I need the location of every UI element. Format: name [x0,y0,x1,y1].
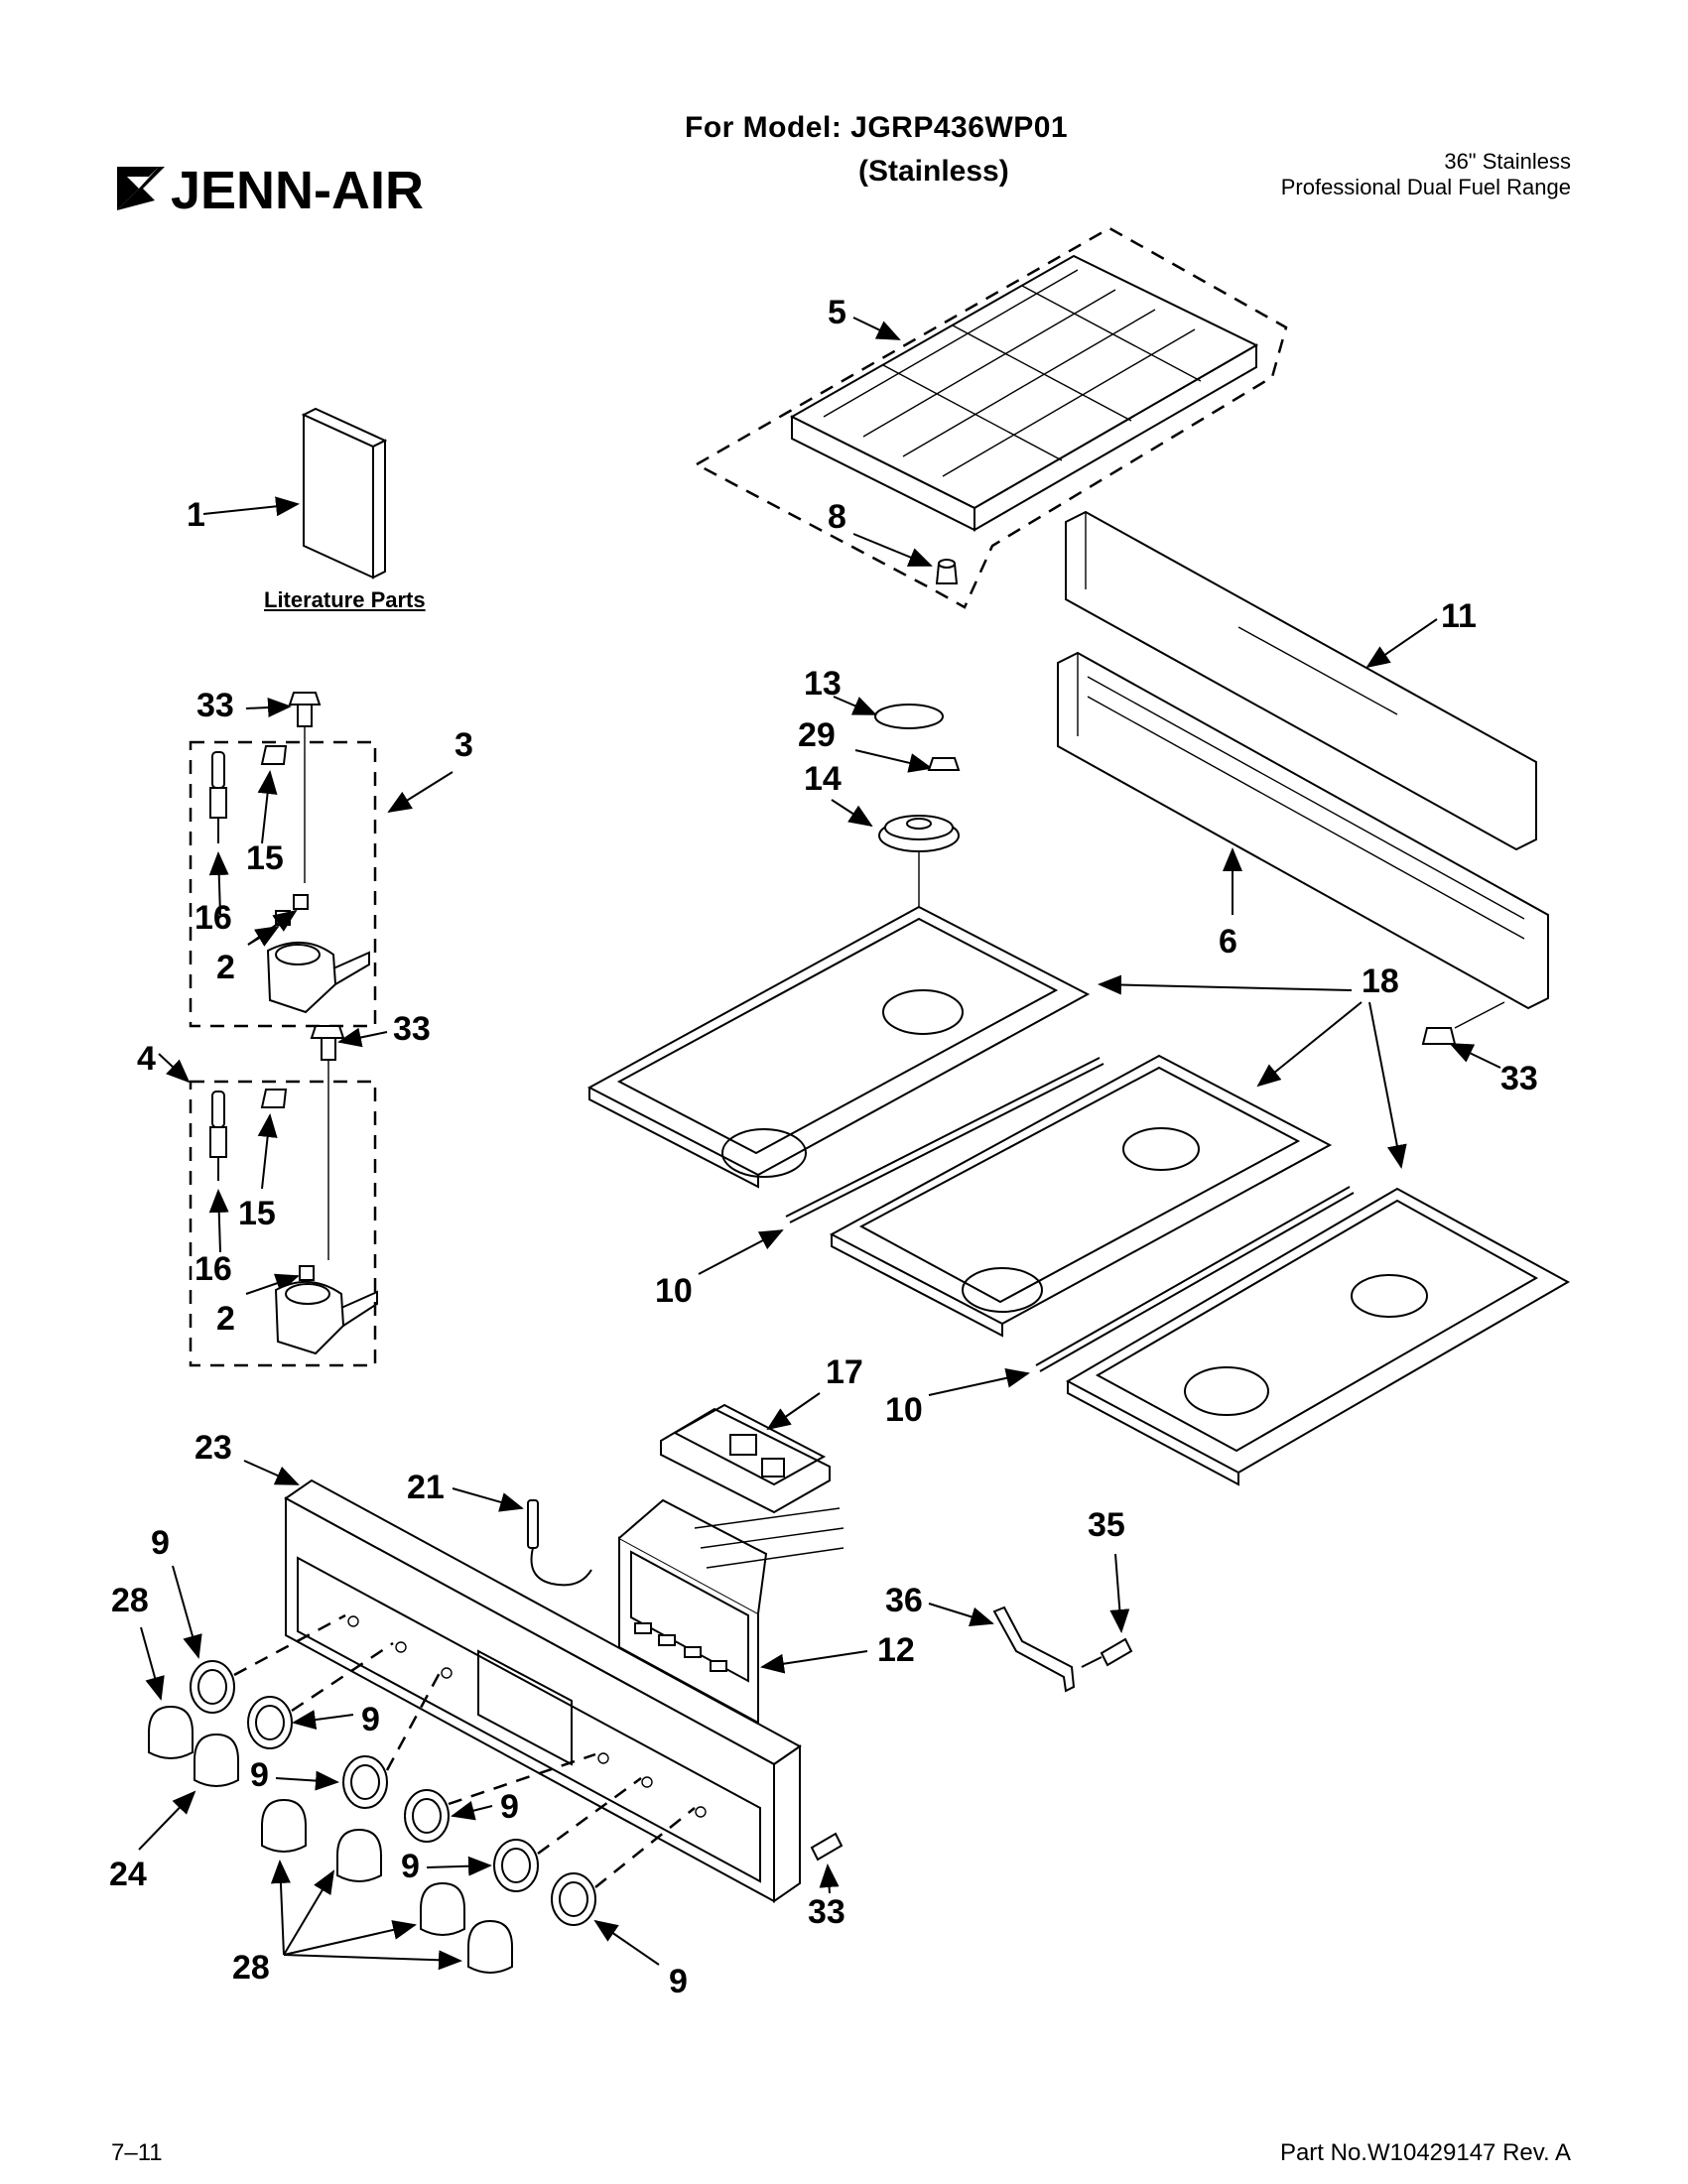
knob-bezels-9: 9 9 9 9 9 9 [151,1524,696,2000]
callout-4: 4 [137,1040,156,1078]
electronic-control-17: 17 [660,1353,863,1514]
igniter-21: 21 [407,1469,592,1587]
back-trim-11: 11 [1065,510,1537,851]
burner-pan-middle [829,1054,1333,1338]
callout-3: 3 [454,726,473,764]
callout-11: 11 [1441,597,1477,635]
callout-29: 29 [798,716,836,754]
callout-17: 17 [826,1353,863,1391]
callout-9: 9 [151,1524,170,1562]
callout-5: 5 [828,294,846,331]
callout-16: 16 [195,1250,232,1288]
callout-10: 10 [885,1391,923,1429]
burner-assembly: 13 29 14 [798,665,961,913]
burner-pan-left [586,905,1091,1189]
callout-10: 10 [655,1272,693,1310]
control-display-12: 12 [618,1498,915,1725]
callout-18: 18 [1362,963,1399,1000]
callout-2: 2 [216,949,235,986]
callout-28: 28 [232,1949,270,1987]
control-knobs: 28 24 28 [109,1582,513,1987]
callout-15: 15 [238,1195,276,1232]
part-number: Part No.W10429147 Rev. A [1279,2139,1571,2166]
callout-8: 8 [828,498,846,536]
callout-12: 12 [877,1631,915,1669]
literature-part-1: 1 [187,407,388,579]
seal-strips-10: 10 10 [655,1057,1355,1429]
callout-33: 33 [393,1010,431,1048]
callout-16: 16 [195,899,232,937]
bracket-36: 36 35 [885,1506,1133,1693]
jenn-air-logo: JENN-AIR [117,161,424,220]
callout-14: 14 [804,760,842,798]
callout-28: 28 [111,1582,149,1619]
product-description-line2: Professional Dual Fuel Range [1280,175,1571,199]
literature-parts-label: Literature Parts [264,587,426,612]
product-description-line1: 36" Stainless [1444,149,1571,174]
control-panel-23: 23 33 [195,1429,845,1931]
callout-33: 33 [1500,1060,1538,1097]
callout-33: 33 [196,687,234,724]
valve-assembly-3: 33 16 15 2 3 [189,687,473,1028]
callout-1: 1 [187,496,205,534]
callout-15: 15 [246,839,284,877]
callout-24: 24 [109,1856,147,1893]
callout-36: 36 [885,1582,923,1619]
grate-5: 5 8 [696,226,1288,609]
finish-label: (Stainless) [858,155,1009,188]
callout-23: 23 [195,1429,232,1467]
callout-9: 9 [361,1701,380,1738]
burner-pan-right [1065,1187,1571,1486]
callout-9: 9 [500,1788,519,1826]
callout-18: 18 [1098,963,1407,1169]
valve-assembly-4: 4 33 16 15 2 [137,1010,431,1367]
callout-21: 21 [407,1469,445,1506]
callout-9: 9 [401,1848,420,1885]
callout-33: 33 [808,1893,845,1931]
back-trim-6: 6 33 [1057,651,1549,1097]
callout-2: 2 [216,1300,235,1338]
callout-9: 9 [250,1756,269,1794]
model-number-heading: For Model: JGRP436WP01 [685,111,1069,144]
callout-6: 6 [1219,923,1237,961]
brand-logotype: JENN-AIR [171,161,424,220]
page-number: 7–11 [111,2139,163,2166]
callout-35: 35 [1088,1506,1125,1544]
callout-9: 9 [669,1963,688,2000]
